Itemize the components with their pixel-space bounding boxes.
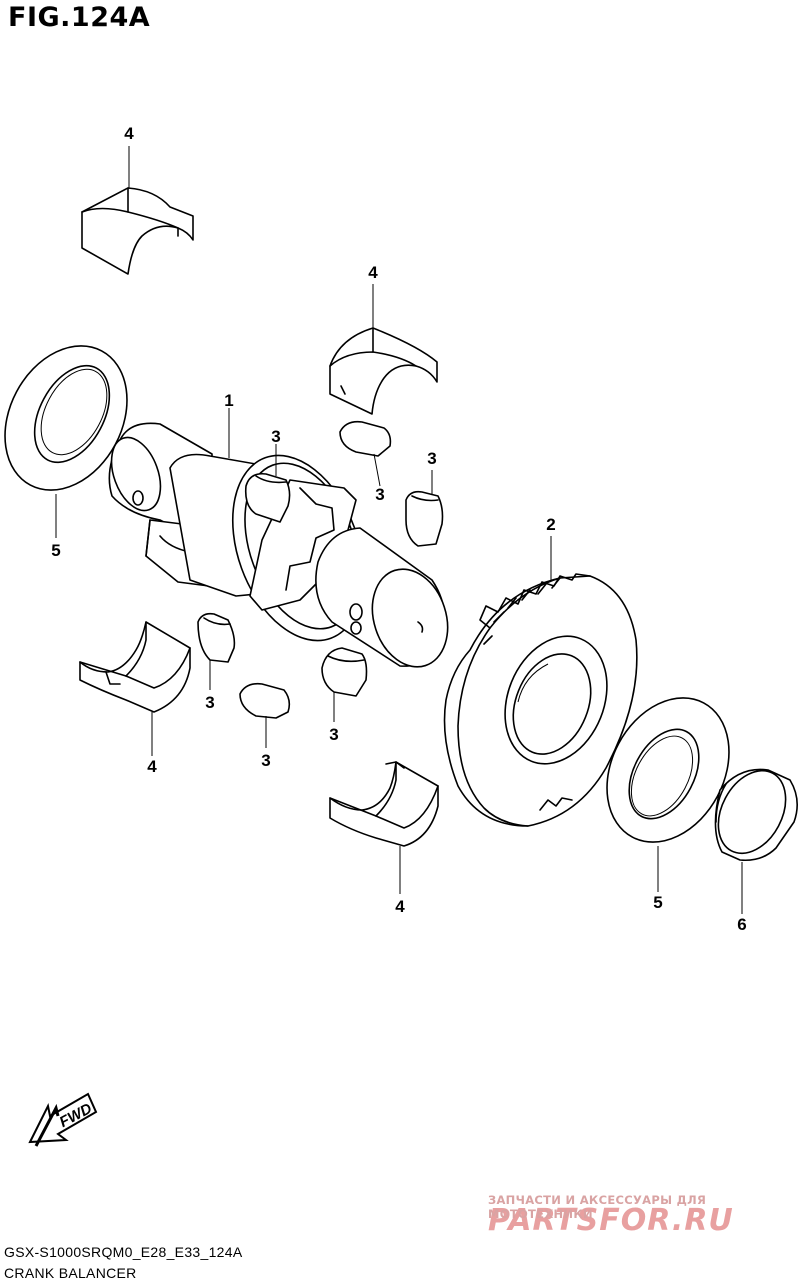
callout-3-lower: 3 [261, 751, 270, 770]
leader-lines [55, 146, 743, 914]
bearing-shell-part-4-lower-left[interactable] [79, 621, 191, 713]
callout-3-right: 3 [427, 449, 436, 468]
callout-3-lower-right: 3 [329, 725, 338, 744]
bearing-shell-part-4-upper[interactable] [329, 327, 438, 415]
bearing-shell-part-4-lower-middle[interactable] [329, 761, 439, 847]
callout-3-top: 3 [375, 485, 384, 504]
figure-name: CRANK BALANCER [4, 1265, 137, 1281]
bearing-shell-part-4-top-left[interactable] [81, 187, 194, 275]
bearing-pad-part-3-on-shaft[interactable] [244, 472, 291, 523]
callout-5-right: 5 [653, 893, 662, 912]
callout-4-top-left: 4 [124, 124, 134, 143]
watermark-brand: PARTSFOR.RU [488, 1203, 734, 1238]
driven-gear-part-2[interactable] [443, 573, 638, 827]
callout-4-lower-left: 4 [147, 757, 157, 776]
bearing-pad-part-3-lower-right[interactable] [321, 647, 368, 697]
callout-4-lower-middle: 4 [395, 897, 405, 916]
bearing-pad-part-3-lower-left[interactable] [197, 612, 236, 663]
callout-6: 6 [737, 915, 746, 934]
callout-4-upper: 4 [368, 263, 378, 282]
callout-5-left: 5 [51, 541, 60, 560]
figure-code: GSX-S1000SRQM0_E28_E33_124A [4, 1244, 243, 1260]
watermark-tagline: ЗАПЧАСТИ И АКСЕССУАРЫ ДЛЯ МОТОТЕХНИКИ [488, 1193, 707, 1221]
oil-seal-part-5-right[interactable] [583, 677, 753, 864]
cap-part-6[interactable] [705, 759, 799, 865]
fwd-arrow-icon: FWD [28, 1092, 98, 1147]
bearing-pad-part-3-right[interactable] [405, 490, 444, 547]
callout-3-shaft: 3 [271, 427, 280, 446]
bearing-pad-part-3-lower[interactable] [239, 682, 291, 719]
bearing-pad-part-3-top[interactable] [339, 420, 392, 457]
callout-3-lower-left: 3 [205, 693, 214, 712]
callout-1: 1 [224, 391, 233, 410]
figure-title: FIG.124A [8, 2, 151, 33]
balancer-shaft-part-1[interactable] [102, 422, 459, 676]
callout-2: 2 [546, 515, 555, 534]
